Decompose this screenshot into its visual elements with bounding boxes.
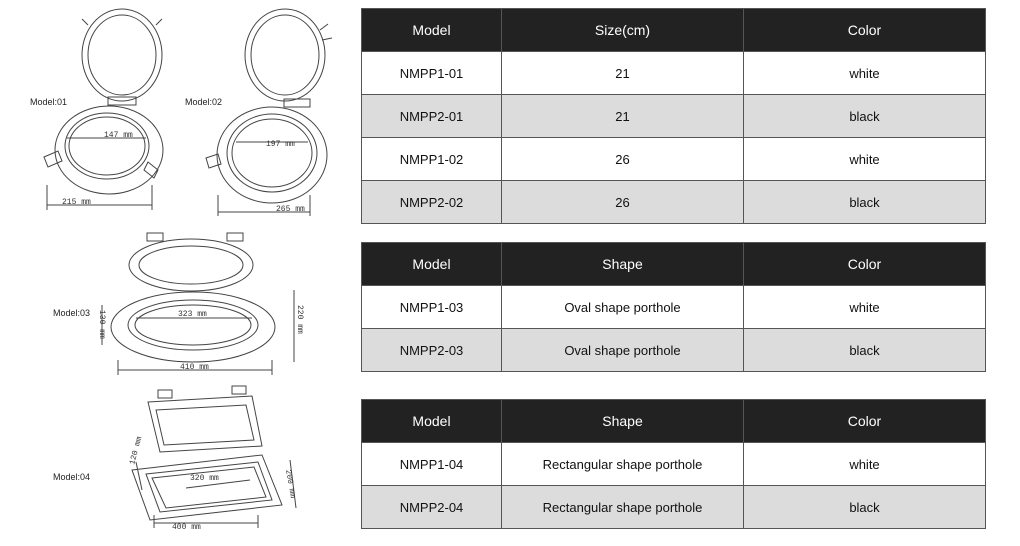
oval-shape-table: Model Shape Color NMPP1-03 Oval shape po… xyxy=(361,242,986,372)
cell-color: black xyxy=(743,485,986,529)
dim-120: 120 mm xyxy=(128,435,144,465)
header-model: Model xyxy=(361,399,502,443)
dim-147: 147 mm xyxy=(104,131,133,140)
cell-size: 26 xyxy=(501,180,744,224)
cell-color: white xyxy=(743,137,986,181)
cell-model: NMPP2-03 xyxy=(361,328,502,372)
rectangular-shape-table: Model Shape Color NMPP1-04 Rectangular s… xyxy=(361,399,986,529)
cell-shape: Rectangular shape porthole xyxy=(501,485,744,529)
header-model: Model xyxy=(361,8,502,52)
model-label-04: Model:04 xyxy=(53,472,91,482)
porthole-drawings-svg: 147 mm 215 mm 197 mm 265 mm 323 mm 410 m… xyxy=(43,8,333,532)
cell-color: white xyxy=(743,442,986,486)
dim-323: 323 mm xyxy=(178,310,207,319)
table-row: NMPP1-01 21 white xyxy=(361,51,986,95)
cell-model: NMPP1-02 xyxy=(361,137,502,181)
table-header-row: Model Shape Color xyxy=(361,399,986,443)
cell-shape: Rectangular shape porthole xyxy=(501,442,744,486)
dim-130: 130 mm xyxy=(97,310,106,339)
header-color: Color xyxy=(743,242,986,286)
table-row: NMPP2-04 Rectangular shape porthole blac… xyxy=(361,485,986,529)
dim-410: 410 mm xyxy=(180,363,209,372)
dim-265: 265 mm xyxy=(276,205,305,214)
porthole-04-drawing xyxy=(131,385,297,528)
cell-size: 21 xyxy=(501,94,744,138)
porthole-03-drawing xyxy=(101,232,295,375)
dim-400: 400 mm xyxy=(172,523,201,532)
dim-200: 200 mm xyxy=(283,469,297,499)
cell-model: NMPP2-02 xyxy=(361,180,502,224)
cell-color: white xyxy=(743,285,986,329)
header-color: Color xyxy=(743,399,986,443)
cell-size: 21 xyxy=(501,51,744,95)
cell-shape: Oval shape porthole xyxy=(501,285,744,329)
header-color: Color xyxy=(743,8,986,52)
cell-model: NMPP1-04 xyxy=(361,442,502,486)
cell-model: NMPP2-01 xyxy=(361,94,502,138)
dim-215: 215 mm xyxy=(62,198,91,207)
header-shape: Shape xyxy=(501,242,744,286)
model-label-01: Model:01 xyxy=(30,97,68,107)
table-row: NMPP2-03 Oval shape porthole black xyxy=(361,328,986,372)
model-label-02: Model:02 xyxy=(185,97,223,107)
cell-color: black xyxy=(743,328,986,372)
cell-model: NMPP2-04 xyxy=(361,485,502,529)
dim-197: 197 mm xyxy=(266,140,295,149)
model-label-03: Model:03 xyxy=(53,308,91,318)
header-shape: Shape xyxy=(501,399,744,443)
size-table: Model Size(cm) Color NMPP1-01 21 white N… xyxy=(361,8,986,224)
cell-model: NMPP1-01 xyxy=(361,51,502,95)
table-row: NMPP1-04 Rectangular shape porthole whit… xyxy=(361,442,986,486)
cell-model: NMPP1-03 xyxy=(361,285,502,329)
cell-color: black xyxy=(743,94,986,138)
table-header-row: Model Shape Color xyxy=(361,242,986,286)
cell-color: white xyxy=(743,51,986,95)
table-row: NMPP1-02 26 white xyxy=(361,137,986,181)
dim-220: 220 mm xyxy=(295,305,304,334)
porthole-02-drawing xyxy=(205,8,333,216)
table-header-row: Model Size(cm) Color xyxy=(361,8,986,52)
table-row: NMPP2-01 21 black xyxy=(361,94,986,138)
cell-size: 26 xyxy=(501,137,744,181)
porthole-01-drawing xyxy=(43,8,164,210)
cell-shape: Oval shape porthole xyxy=(501,328,744,372)
cell-color: black xyxy=(743,180,986,224)
header-size: Size(cm) xyxy=(501,8,744,52)
table-row: NMPP2-02 26 black xyxy=(361,180,986,224)
header-model: Model xyxy=(361,242,502,286)
technical-drawings: 147 mm 215 mm 197 mm 265 mm 323 mm 410 m… xyxy=(0,0,350,541)
table-row: NMPP1-03 Oval shape porthole white xyxy=(361,285,986,329)
dim-320: 320 mm xyxy=(190,474,219,483)
